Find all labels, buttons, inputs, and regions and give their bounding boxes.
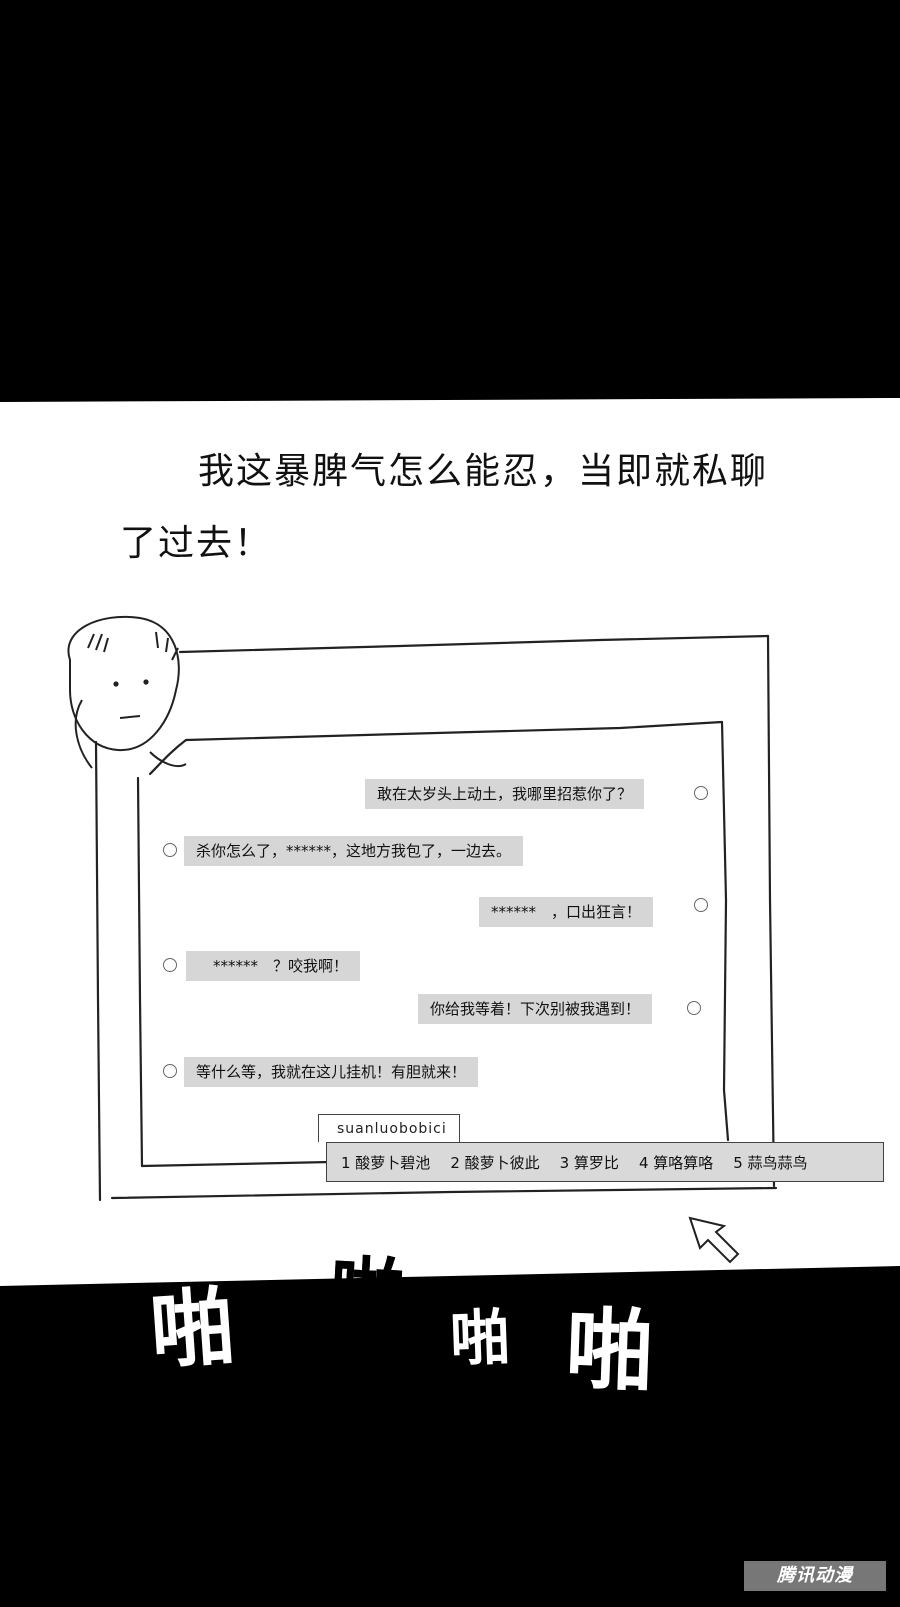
ime-input-field[interactable]: suanluobobici — [318, 1114, 460, 1142]
sfx-pa-1: 啪 — [147, 1277, 238, 1381]
ime-candidate-5[interactable]: 5 蒜鸟蒜鸟 — [733, 1153, 808, 1172]
chat-message-5: 你给我等着！下次别被我遇到！ — [418, 994, 653, 1024]
sfx-pa-4: 啪 — [563, 1297, 656, 1404]
chat-message-6: 等什么等，我就在这儿挂机！有胆就来！ — [184, 1057, 479, 1087]
status-ring-icon — [163, 1064, 177, 1078]
sfx-pa-3: 啪 — [448, 1302, 512, 1376]
chat-message-2: 杀你怎么了，******，这地方我包了，一边去。 — [184, 836, 524, 866]
chat-message-4: ****** ？咬我啊！ — [186, 951, 361, 981]
chat-message-1: 敢在太岁头上动土，我哪里招惹你了？ — [365, 779, 645, 809]
status-ring-icon — [163, 958, 177, 972]
ime-candidate-4[interactable]: 4 算咯算咯 — [638, 1153, 714, 1172]
chat-message-3: ****** ，口出狂言！ — [479, 897, 654, 927]
status-ring-icon — [687, 1001, 701, 1015]
ime-candidate-3[interactable]: 3 算罗比 — [559, 1153, 619, 1172]
status-ring-icon — [694, 786, 708, 800]
ime-candidate-1[interactable]: 1 酸萝卜碧池 — [341, 1153, 431, 1172]
sfx-pa-2: 啪 — [327, 1247, 408, 1340]
doodle-face — [67, 615, 187, 769]
ime-candidate-2[interactable]: 2 酸萝卜彼此 — [450, 1153, 540, 1172]
watermark-logo: 腾讯动漫 — [744, 1561, 886, 1591]
mouse-pointer-icon — [688, 1216, 740, 1264]
ime-candidate-bar: 1 酸萝卜碧池 2 酸萝卜彼此 3 算罗比 4 算咯算咯 5 蒜鸟蒜鸟 — [326, 1142, 884, 1182]
status-ring-icon — [163, 843, 177, 857]
status-ring-icon — [694, 898, 708, 912]
narration-text: 我这暴脾气怎么能忍，当即就私聊了过去！ — [120, 451, 769, 564]
